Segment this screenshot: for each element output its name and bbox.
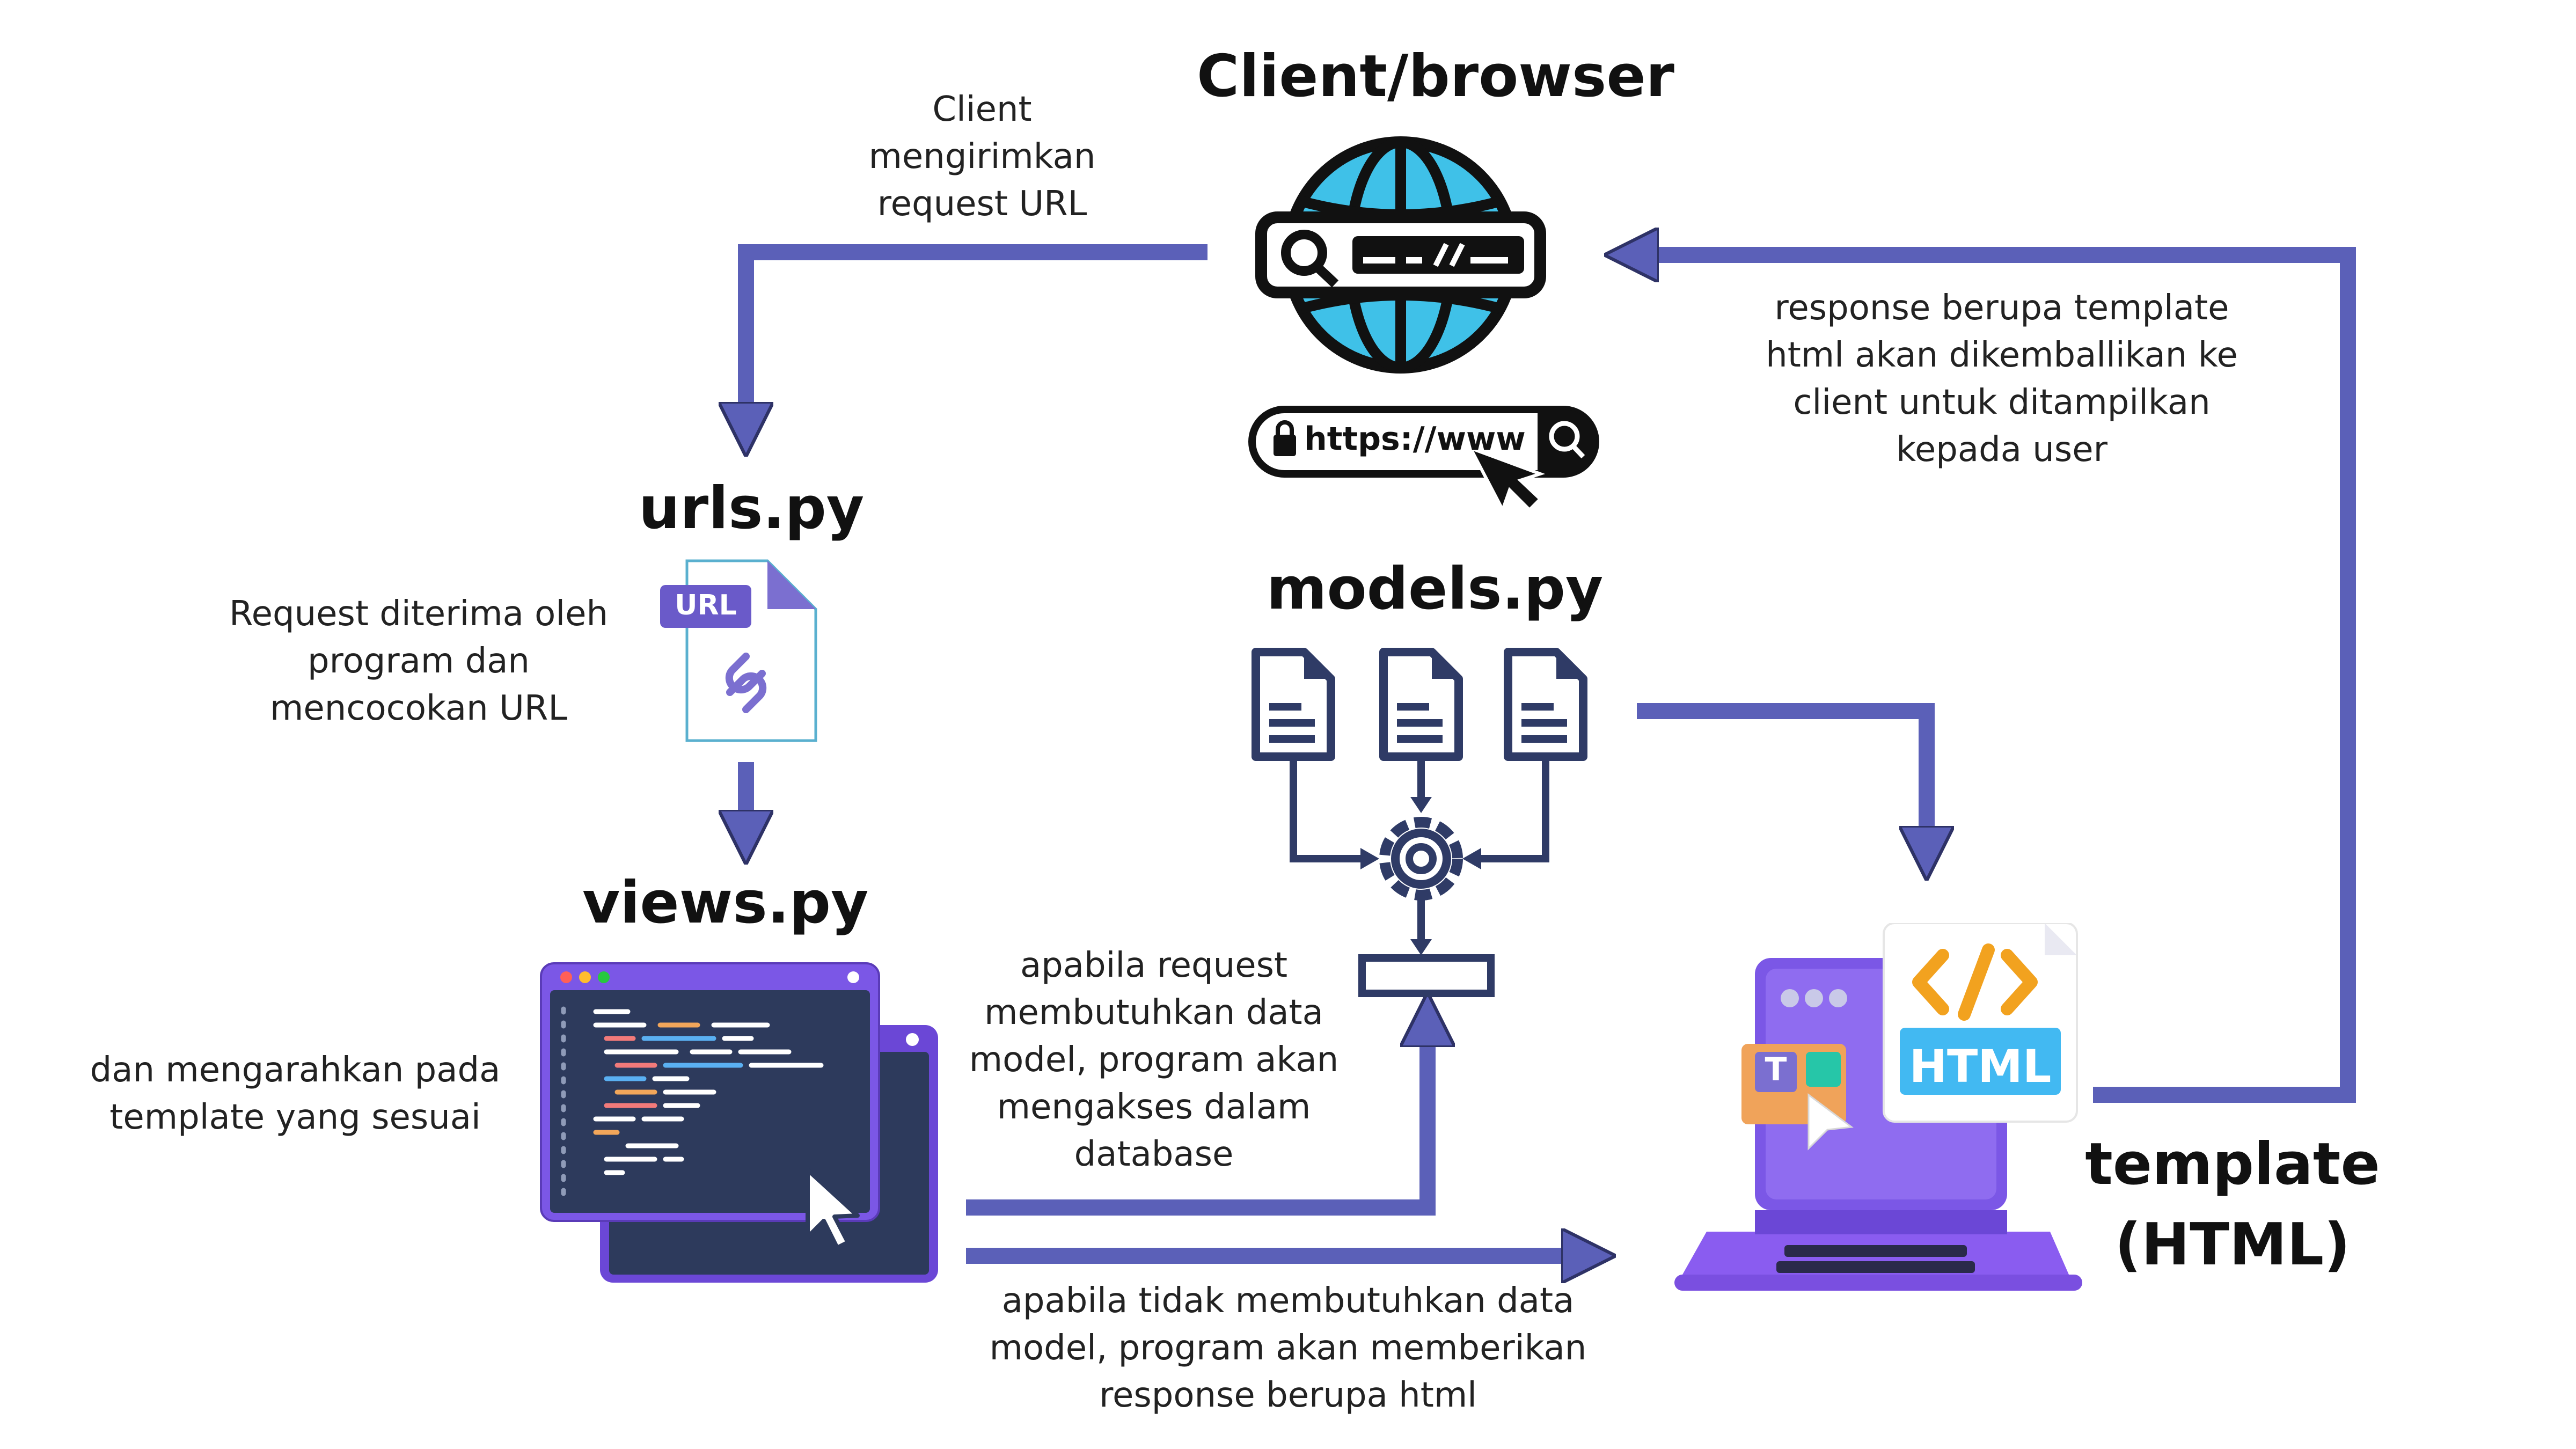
text-tool-icon: T — [1765, 1051, 1787, 1088]
arrow-models-to-template — [1637, 703, 1927, 853]
note-response: response berupa template html akan dikem… — [1766, 288, 2238, 470]
note-needs-model: apabila request membutuhkan data model, … — [969, 946, 1339, 1174]
address-bar-text: https://www — [1304, 420, 1526, 458]
note-no-model: apabila tidak membutuhkan data model, pr… — [989, 1281, 1587, 1415]
globe-browser-icon — [1255, 136, 1546, 374]
html-badge-label: HTML — [1909, 1040, 2052, 1093]
note-client-request: Client mengirimkan request URL — [868, 90, 1096, 224]
urls-title: urls.py — [639, 475, 865, 542]
arrow-template-to-client — [1631, 255, 2356, 1103]
arrow-client-to-urls — [746, 244, 1208, 429]
note-views-direct: dan mengarahkan pada template yang sesua… — [90, 1050, 501, 1137]
arrow-views-to-models — [966, 1020, 1428, 1216]
client-browser-title: Client/browser — [1197, 43, 1674, 110]
models-title: models.py — [1267, 555, 1604, 623]
code-editor-icon — [540, 962, 938, 1283]
template-title: template (HTML) — [2085, 1131, 2380, 1278]
url-file-icon: URL — [660, 558, 821, 743]
views-title: views.py — [582, 869, 869, 936]
note-urls-match: Request diterima oleh program dan mencoc… — [229, 594, 609, 728]
models-database-icon — [1252, 648, 1587, 997]
laptop-template-icon: HTML T — [1674, 923, 2093, 1299]
url-badge-label: URL — [675, 589, 737, 621]
address-bar-icon: https://www — [1248, 405, 1602, 514]
